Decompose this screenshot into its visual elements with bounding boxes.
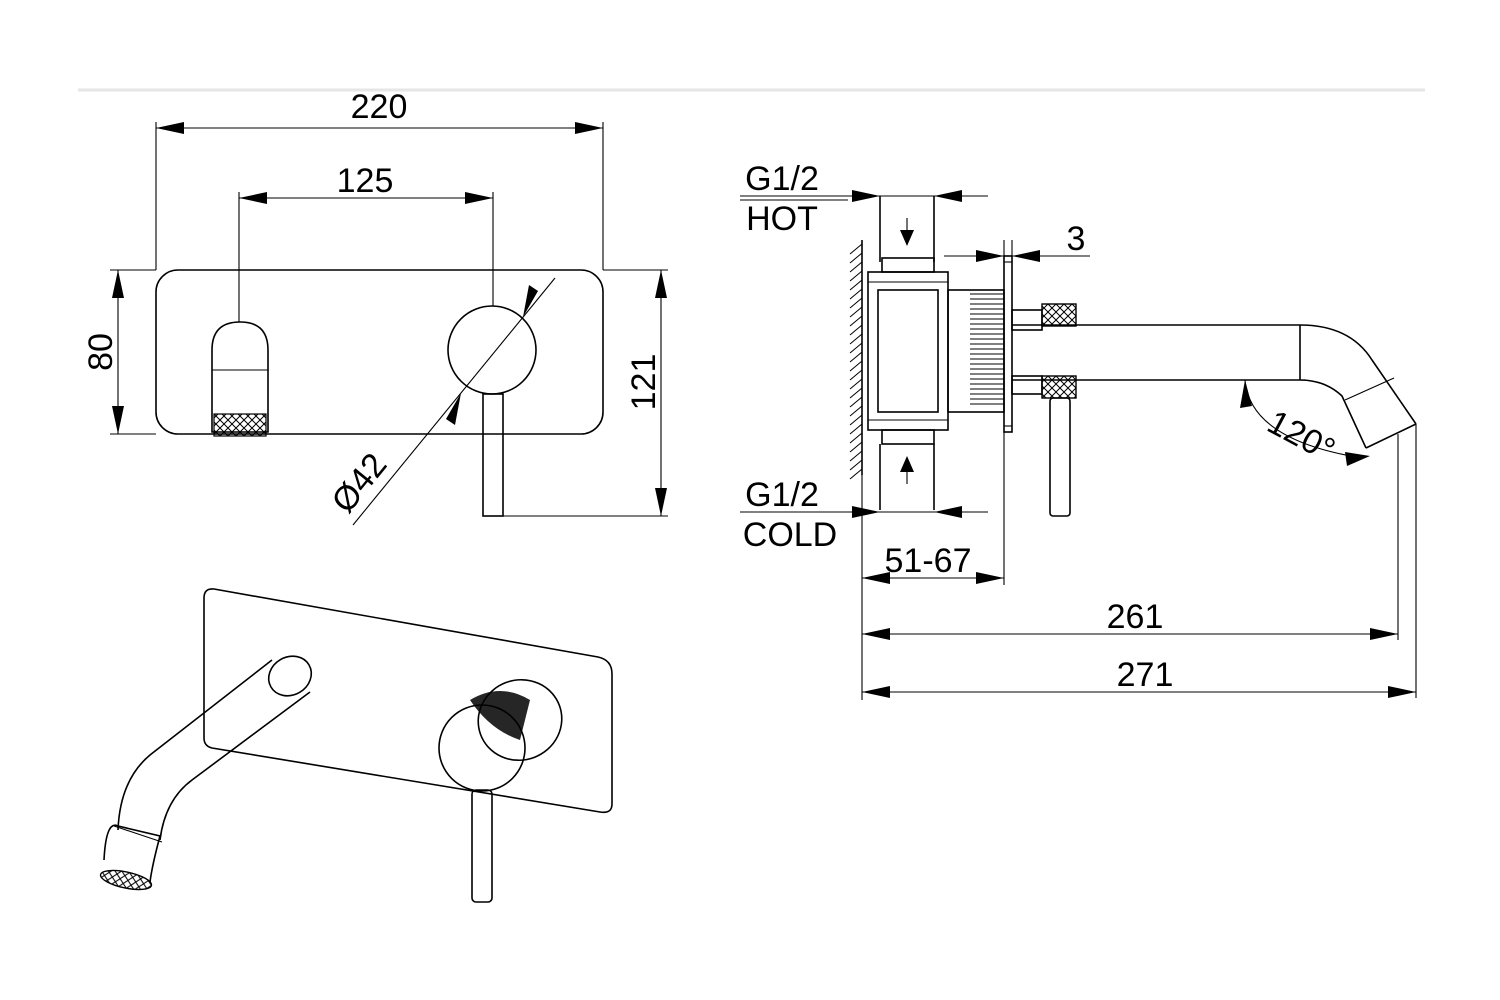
- hatch-line: [849, 450, 863, 462]
- cold-thread-label: G1/2: [745, 476, 819, 514]
- dim-125-label: 125: [337, 162, 394, 200]
- dim-42-label: Ø42: [324, 446, 394, 520]
- hatch-line: [849, 243, 863, 255]
- dim-271-label: 271: [1117, 656, 1174, 694]
- hatch-line: [849, 297, 863, 309]
- dim-220-label: 220: [351, 88, 408, 126]
- dim-cold-thread: G1/2 COLD: [740, 476, 988, 554]
- isometric-view: [99, 588, 613, 903]
- spout-outlet-front: [211, 321, 269, 437]
- hatch-line: [849, 360, 863, 372]
- dim-front-width: 220: [155, 88, 604, 270]
- hatch-line: [849, 324, 863, 336]
- hatch-line: [849, 333, 863, 345]
- dim-wall-depth: 51-67: [861, 432, 1005, 700]
- hot-label: HOT: [746, 200, 818, 238]
- spout-side: [1012, 324, 1417, 449]
- hatch-line: [849, 270, 863, 282]
- dim-spout-angle: 120°: [1240, 379, 1370, 470]
- hatch-line: [849, 306, 863, 318]
- hatch-line: [849, 261, 863, 273]
- hatch-line: [849, 423, 863, 435]
- valve-body: [867, 255, 1013, 433]
- hatch-line: [849, 387, 863, 399]
- hatch-line: [849, 405, 863, 417]
- dim-hot-thread: G1/2 HOT: [740, 160, 988, 238]
- dim-51-67-label: 51-67: [885, 542, 972, 580]
- hatch-line: [849, 396, 863, 408]
- dim-handle-diameter: Ø42: [324, 277, 556, 526]
- front-view: 220 125 80 121: [82, 88, 668, 526]
- hatch-line: [849, 315, 863, 327]
- hatch-line: [849, 369, 863, 381]
- wall-plate-iso: [203, 588, 613, 814]
- hatch-line: [849, 468, 863, 480]
- side-view: 120° G1/2 HOT G1/2 COLD 3: [740, 160, 1417, 700]
- dim-261-label: 261: [1107, 598, 1164, 636]
- dim-80-label: 80: [82, 333, 120, 371]
- dim-front-total-height: 121: [503, 269, 668, 517]
- dim-120-label: 120°: [1261, 403, 1341, 470]
- wall-hatch: [849, 240, 863, 480]
- hatch-line: [849, 279, 863, 291]
- hatch-line: [849, 459, 863, 471]
- cold-label: COLD: [743, 516, 837, 554]
- handle-circle-front: [447, 305, 537, 395]
- wall-plate-front: [155, 269, 604, 435]
- lever-front: [482, 393, 504, 517]
- handle-iso: [438, 678, 563, 903]
- dim-plate-thickness: 3: [944, 220, 1090, 262]
- dim-121-label: 121: [625, 354, 663, 411]
- dim-front-height: 80: [82, 269, 156, 435]
- hatch-line: [849, 414, 863, 426]
- hot-inlet: [879, 196, 935, 273]
- hatch-line: [849, 432, 863, 444]
- hatch-line: [849, 351, 863, 363]
- cold-inlet: [879, 429, 935, 510]
- spout-iso: [99, 655, 313, 891]
- hatch-line: [849, 378, 863, 390]
- dim-3-label: 3: [1067, 220, 1086, 258]
- hatch-line: [849, 252, 863, 264]
- dim-total-depth: 271: [862, 424, 1417, 698]
- handle-side: [1011, 303, 1077, 517]
- dim-front-spacing: 125: [238, 162, 494, 322]
- hatch-line: [849, 288, 863, 300]
- hatch-line: [849, 342, 863, 354]
- dim-spout-reach: 261: [862, 434, 1399, 640]
- wall-plate-side: [1003, 255, 1013, 433]
- hot-thread-label: G1/2: [745, 160, 819, 198]
- hatch-line: [849, 441, 863, 453]
